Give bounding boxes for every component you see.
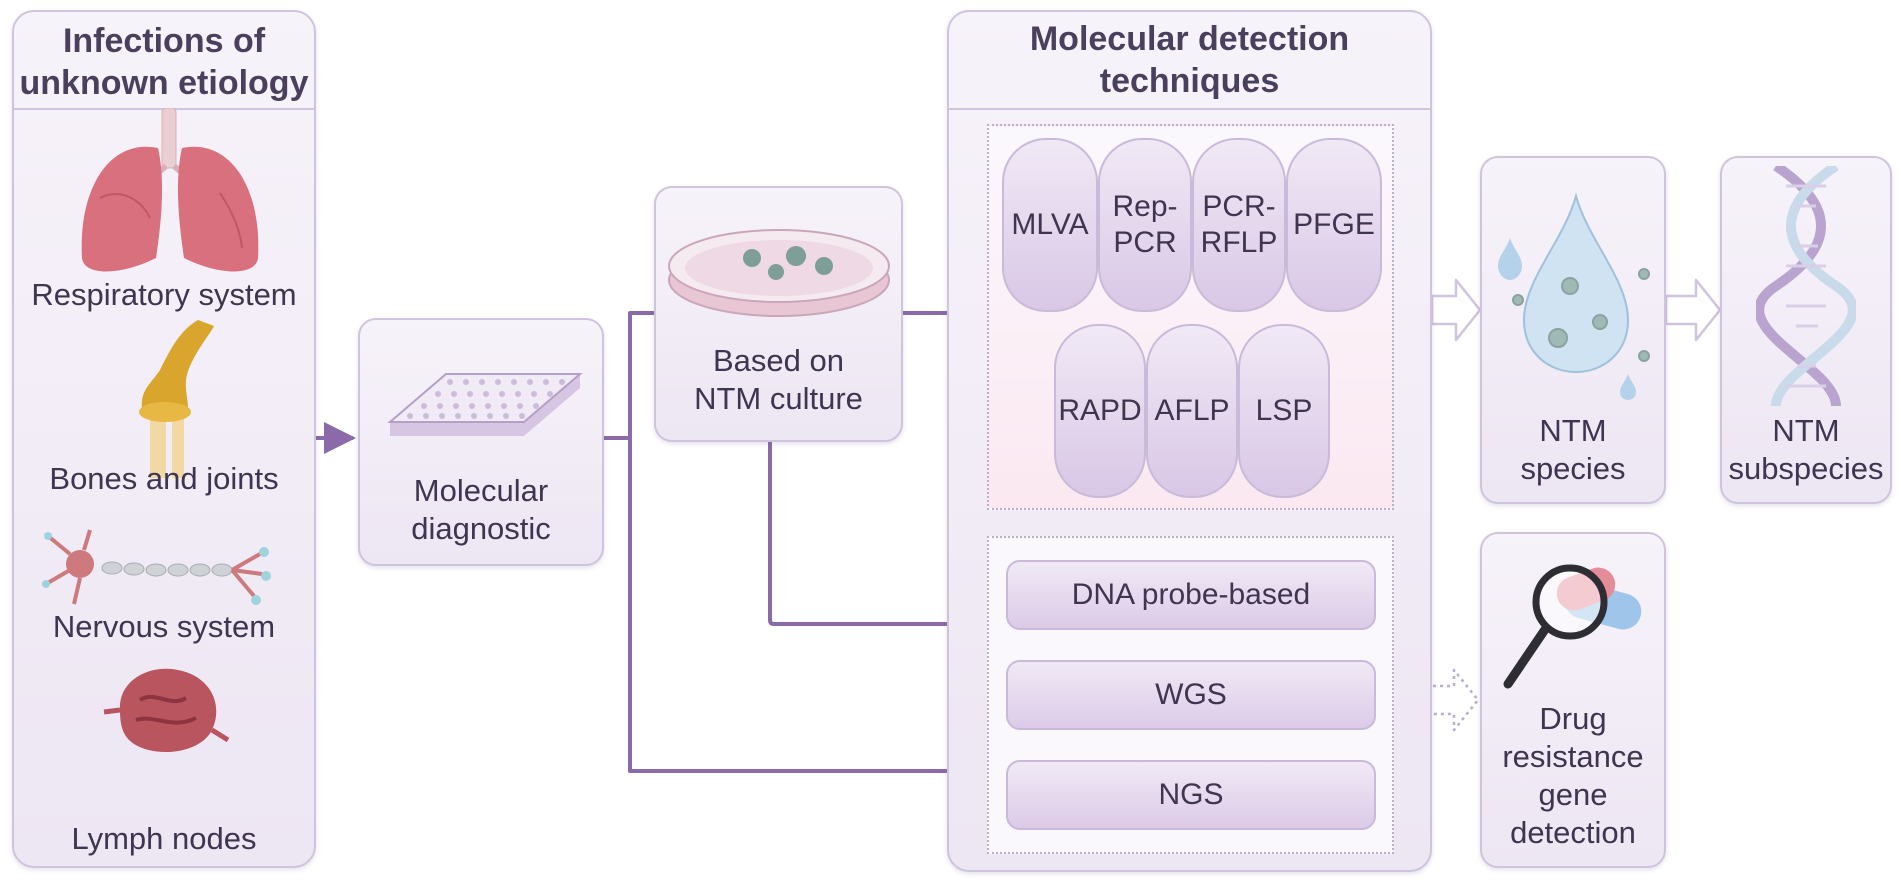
lymph-node-icon — [103, 668, 230, 753]
ntm-subspecies-box — [1720, 156, 1892, 504]
nervous-system-label: Nervous system — [52, 609, 276, 644]
hollow-arrow-to-species — [1430, 278, 1482, 342]
dna-probe-method: DNA probe-based — [1006, 560, 1376, 630]
mlva-method: MLVA — [1002, 138, 1098, 312]
magnifier-capsule-icon — [1503, 564, 1642, 689]
rep-pcr-method: Rep-PCR — [1098, 138, 1192, 312]
microplate-icon — [387, 373, 583, 436]
wgs-method: WGS — [1006, 660, 1376, 730]
pcr-rflp-method: PCR-RFLP — [1192, 138, 1286, 312]
infections-title: Infections of unknown etiology — [19, 22, 309, 102]
pfge-method: PFGE — [1286, 138, 1382, 312]
hollow-arrow-to-subspecies — [1664, 278, 1722, 342]
arrow-branch-to-culture — [628, 311, 656, 440]
rapd-method: RAPD — [1054, 324, 1146, 498]
lymph-nodes-label: Lymph nodes — [71, 821, 257, 856]
lsp-method: LSP — [1238, 324, 1330, 498]
bone-joint-icon — [139, 320, 214, 478]
petri-dish-icon — [668, 229, 890, 317]
water-drop-bacteria-icon — [1498, 192, 1650, 400]
ntm-species-label: NTM species — [1520, 413, 1626, 486]
ntm-subspecies-label: NTM subspecies — [1728, 413, 1884, 486]
ngs-method: NGS — [1006, 760, 1376, 830]
arrow-branch-to-ngs — [628, 436, 984, 787]
drug-resistance-label: Drug resistance gene detection — [1502, 701, 1644, 850]
respiratory-system-label: Respiratory system — [31, 277, 297, 312]
detection-techniques-title: Molecular detection techniques — [1029, 20, 1350, 100]
ntm-culture-label: Based on NTM culture — [694, 343, 863, 416]
bones-and-joints-label: Bones and joints — [49, 461, 279, 496]
neuron-icon — [42, 529, 271, 605]
dna-helix-icon — [1756, 166, 1856, 406]
molecular-diagnostic-box — [358, 318, 604, 566]
aflp-method: AFLP — [1146, 324, 1238, 498]
molecular-diagnostic-label: Molecular diagnostic — [411, 473, 551, 546]
lungs-icon — [81, 108, 259, 272]
